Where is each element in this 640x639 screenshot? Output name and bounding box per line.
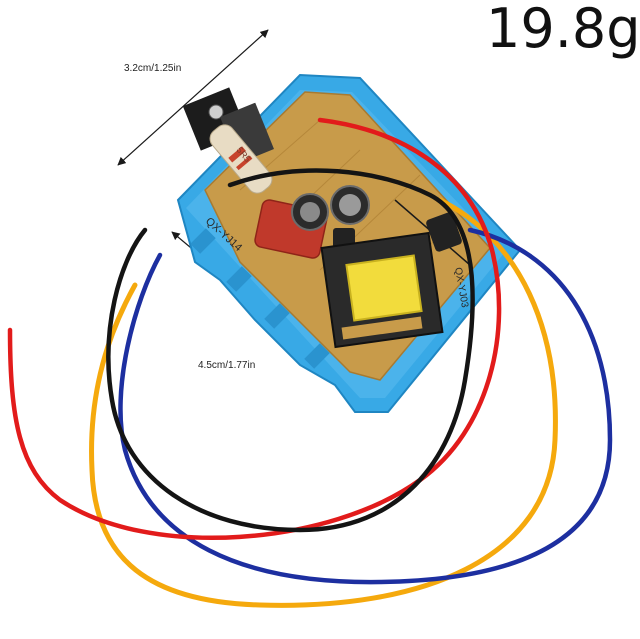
control-chip	[426, 212, 462, 252]
blue-wire	[118, 227, 613, 585]
yellow-wire	[89, 197, 558, 608]
transformer	[320, 231, 444, 349]
weight-label: 19.8g	[486, 0, 640, 60]
length-dimension-label: 4.5cm/1.77in	[198, 360, 256, 371]
width-dimension-arrow	[117, 29, 269, 166]
width-dimension-label: 3.2cm/1.25in	[124, 63, 182, 74]
wires	[7, 117, 613, 608]
electrolytic-capacitors	[291, 185, 370, 256]
black-wire	[106, 168, 475, 533]
